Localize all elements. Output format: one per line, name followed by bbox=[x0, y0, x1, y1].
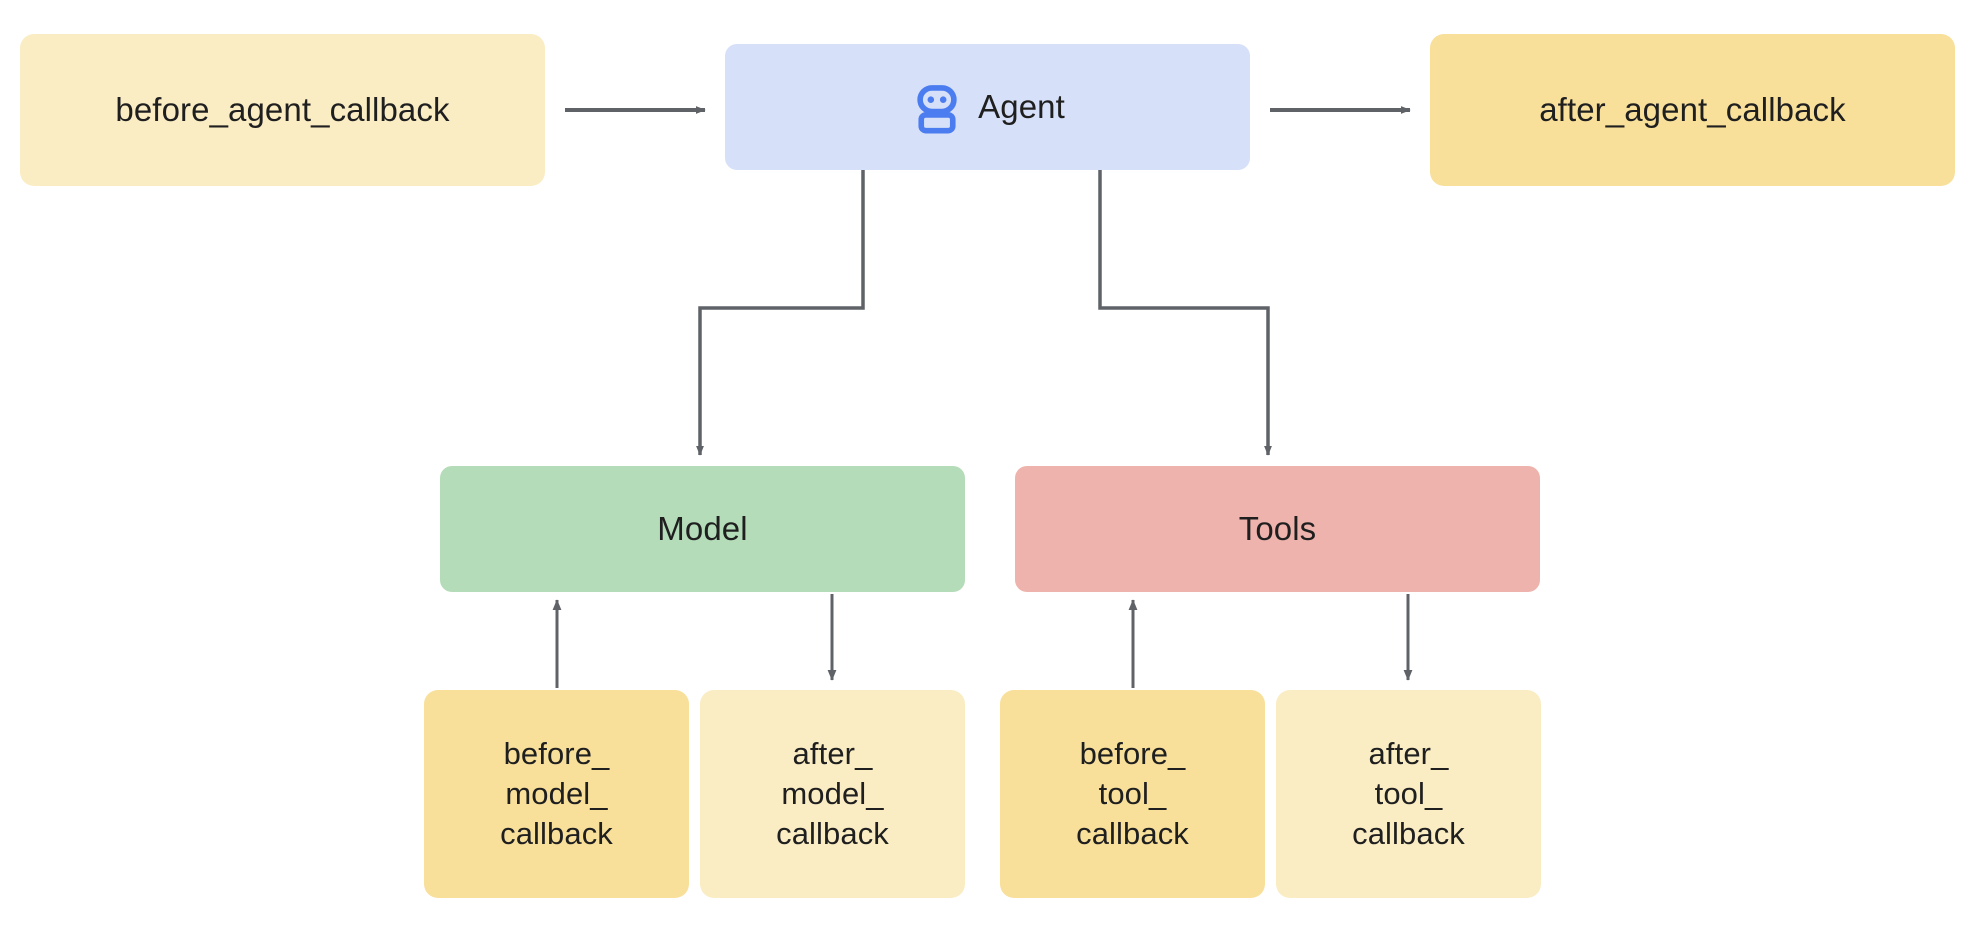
node-label: Model bbox=[657, 509, 748, 547]
node-label: before_ model_ callback bbox=[500, 735, 613, 852]
edge-agent-to-model bbox=[696, 170, 865, 456]
node-before-agent-callback[interactable]: before_agent_callback bbox=[20, 34, 545, 186]
robot-icon bbox=[910, 80, 964, 134]
edge-agent-to-tools bbox=[1098, 170, 1272, 456]
node-label: before_ tool_ callback bbox=[1076, 735, 1189, 852]
node-after-model-callback[interactable]: after_ model_ callback bbox=[700, 690, 965, 898]
node-after-agent-callback[interactable]: after_agent_callback bbox=[1430, 34, 1955, 186]
node-before-tool-callback[interactable]: before_ tool_ callback bbox=[1000, 690, 1265, 898]
node-tools[interactable]: Tools bbox=[1015, 466, 1540, 592]
node-label: Agent bbox=[978, 87, 1065, 125]
node-agent[interactable]: Agent bbox=[725, 44, 1250, 170]
node-label: after_ model_ callback bbox=[776, 735, 889, 852]
node-model[interactable]: Model bbox=[440, 466, 965, 592]
node-label: Tools bbox=[1238, 509, 1317, 547]
node-label: after_agent_callback bbox=[1539, 90, 1846, 128]
node-label: before_agent_callback bbox=[115, 90, 450, 128]
node-after-tool-callback[interactable]: after_ tool_ callback bbox=[1276, 690, 1541, 898]
node-before-model-callback[interactable]: before_ model_ callback bbox=[424, 690, 689, 898]
node-label: after_ tool_ callback bbox=[1352, 735, 1465, 852]
